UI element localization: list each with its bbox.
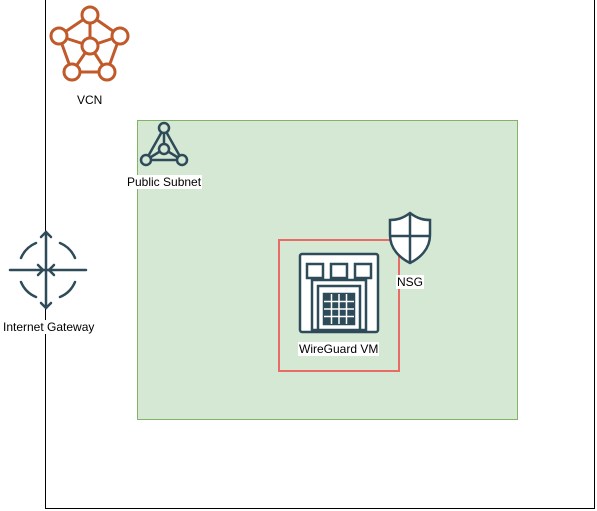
gateway-label: Internet Gateway — [2, 320, 96, 334]
subnet-label: Public Subnet — [126, 175, 203, 189]
gateway-icon[interactable] — [8, 230, 88, 310]
vcn-label: VCN — [76, 93, 104, 107]
nsg-boundary — [278, 239, 400, 372]
shield-icon[interactable] — [388, 211, 432, 265]
vm-label: WireGuard VM — [298, 342, 380, 356]
subnet-icon[interactable] — [138, 121, 190, 168]
vcn-network-icon[interactable] — [48, 4, 132, 84]
nsg-label: NSG — [396, 275, 425, 289]
virtual-machine-icon[interactable] — [298, 252, 380, 334]
